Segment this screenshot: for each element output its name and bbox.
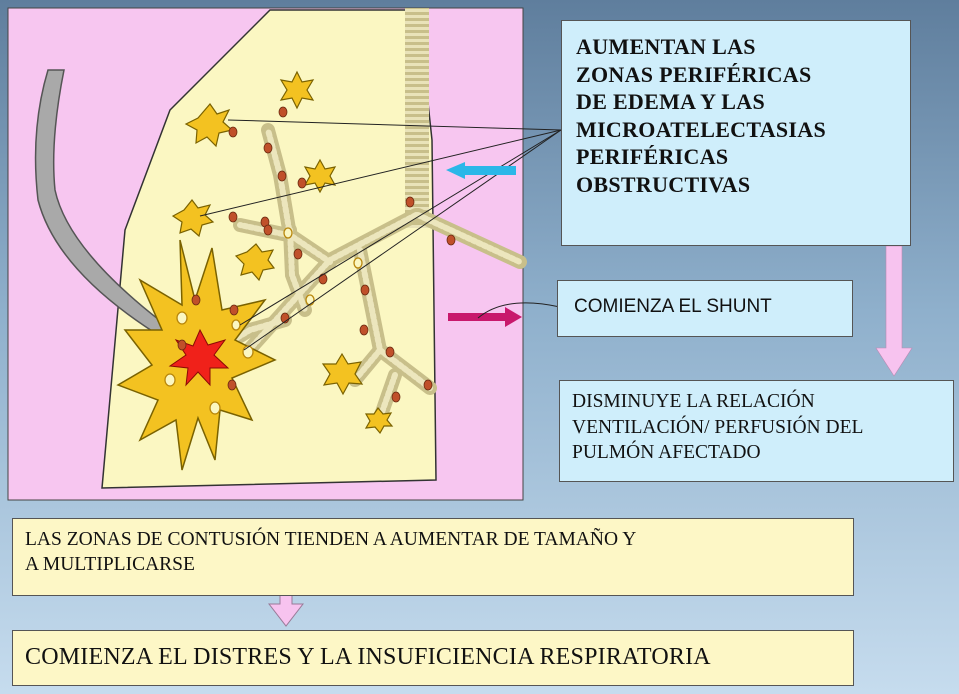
shunt-text-box: COMIENZA EL SHUNT (557, 280, 853, 337)
vq-line: PULMÓN AFECTADO (572, 442, 761, 464)
shunt-connector (477, 302, 561, 319)
vq-line: VENTILACIÓN/ PERFUSIÓN DEL (572, 416, 864, 438)
edema-text-box: AUMENTAN LAS ZONAS PERIFÉRICAS DE EDEMA … (561, 20, 911, 246)
open-alveolus-markers (164, 227, 363, 415)
down-arrow-icon (875, 245, 913, 377)
edema-line: AUMENTAN LAS (576, 34, 756, 59)
shunt-arrow-icon (448, 307, 522, 327)
edema-line: MICROATELECTASIAS (576, 116, 827, 142)
distres-text-box: COMIENZA EL DISTRES Y LA INSUFICIENCIA R… (12, 630, 854, 686)
distres-label: COMIENZA EL DISTRES Y LA INSUFICIENCIA R… (25, 644, 711, 670)
contusion-line: A MULTIPLICARSE (25, 554, 195, 576)
main-bronchus (405, 8, 429, 228)
contusion-line: LAS ZONAS DE CONTUSIÓN TIENDEN A AUMENTA… (25, 529, 637, 550)
edema-line: DE EDEMA Y LAS (576, 89, 765, 114)
shunt-label: COMIENZA EL SHUNT (574, 296, 772, 317)
edema-star-icon (171, 70, 394, 435)
alveolus-node-markers (177, 106, 456, 403)
bronchial-tree-icon (218, 123, 527, 425)
contusion-text-box: LAS ZONAS DE CONTUSIÓN TIENDEN A AUMENTA… (12, 518, 854, 596)
edema-line: ZONAS PERIFÉRICAS (576, 61, 812, 87)
flow-arrow-icon (446, 162, 516, 179)
vq-line: DISMINUYE LA RELACIÓN (572, 391, 815, 412)
edema-line: PERIFÉRICAS (576, 144, 729, 169)
vq-ratio-text-box: DISMINUYE LA RELACIÓN VENTILACIÓN/ PERFU… (559, 380, 954, 482)
edema-line: OBSTRUCTIVAS (576, 171, 751, 197)
